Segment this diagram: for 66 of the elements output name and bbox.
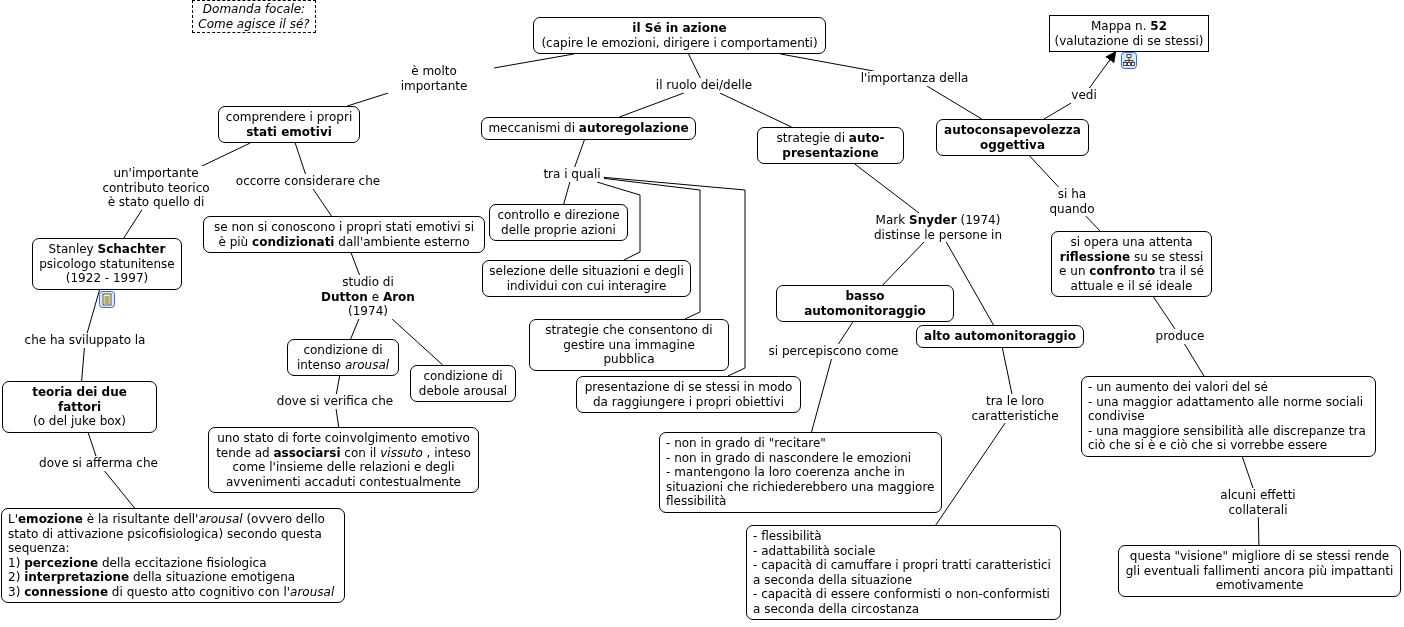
connector-line bbox=[719, 92, 792, 128]
connector-line bbox=[926, 85, 983, 120]
connector-line bbox=[882, 241, 925, 286]
concept-box: strategie di auto-presentazione bbox=[757, 127, 904, 164]
connector-line bbox=[335, 408, 340, 428]
connector-line bbox=[350, 252, 361, 276]
connector-line bbox=[811, 358, 832, 433]
concept-box: uno stato di forte coinvolgimento emotivo tende ad associarsi con il vissuto , inteso come l'insieme delle relazioni e degli avvenimenti accaduti contestualmente bbox=[208, 427, 479, 493]
linking-phrase: si percepiscono come bbox=[766, 344, 901, 359]
connector-line bbox=[123, 209, 143, 239]
connector-line bbox=[945, 241, 994, 326]
connector-line bbox=[86, 289, 100, 334]
concept-box: Stanley Schachter psicologo statunitense (1922 - 1997) bbox=[32, 238, 182, 290]
linking-phrase: vedi bbox=[1069, 88, 1099, 103]
connector-line bbox=[837, 321, 854, 345]
connector-line bbox=[1043, 102, 1072, 120]
concept-box: L'emozione è la risultante dell'arousal (ovvero dello stato di attivazione psicofisiologica) secondo questa sequenza: 1) percezione della eccitazione fisiologica 2) interpretazione della situazione emotigena 3) connessione di questo atto cognitivo con l'arousal bbox=[1, 508, 345, 603]
connector-line bbox=[780, 53, 874, 72]
concept-box: basso automonitoraggio bbox=[776, 285, 954, 322]
connector-line bbox=[603, 176, 746, 377]
concept-box: alto automonitoraggio bbox=[916, 325, 1084, 348]
connector-line bbox=[854, 163, 920, 214]
concept-box: questa "visione" migliore di se stessi rende gli eventuali fallimenti ancora più impattanti emotivamente bbox=[1118, 545, 1401, 597]
connector-line bbox=[1257, 516, 1260, 546]
connector-line bbox=[1241, 456, 1254, 489]
connector-line bbox=[1184, 343, 1205, 377]
connector-line bbox=[312, 188, 332, 217]
concept-box: selezione delle situazioni e degli individui con cui interagire bbox=[482, 260, 691, 297]
connector-line bbox=[87, 432, 97, 457]
concept-box: comprendere i propri stati emotivi bbox=[218, 106, 360, 143]
connector-line bbox=[350, 318, 360, 340]
concept-box: presentazione di se stessi in modo da raggiungere i propri obiettivi bbox=[576, 376, 801, 413]
connector-line bbox=[1088, 51, 1117, 89]
connector-line bbox=[574, 139, 585, 168]
connector-line bbox=[294, 142, 306, 175]
concept-box: strategie che consentono di gestire una immagine pubblica bbox=[529, 319, 729, 371]
concept-box: se non si conoscono i propri stati emotivi si è più condizionati dall'ambiente esterno bbox=[203, 216, 485, 253]
concept-box: autoconsapevolezza oggettiva bbox=[936, 119, 1089, 156]
connector-line bbox=[104, 470, 136, 509]
concept-box: - flessibilità - adattabilità sociale - capacità di camuffare i propri tratti caratteristici a seconda della situazione - capacità di essere conformisti o non-conformisti a seconda della circostanza bbox=[746, 525, 1061, 620]
concept-box: si opera una attenta riflessione su se stessi e un confronto tra il sé attuale e il sé ideale bbox=[1051, 231, 1212, 297]
concept-box: condizione di debole arousal bbox=[410, 365, 516, 402]
concept-box: - un aumento dei valori del sé - una maggior adattamento alle norme sociali condivise - una maggiore sensibilità alle discrepanze tra ciò che si è e ciò che si vorrebbe essere bbox=[1081, 376, 1376, 457]
connector-line bbox=[1029, 155, 1059, 188]
connector-line bbox=[391, 318, 444, 366]
focus-question-box: Domanda focale: Come agisce il sé? bbox=[192, 0, 316, 33]
connector-line bbox=[346, 92, 389, 107]
concept-box: controllo e direzione delle proprie azioni bbox=[489, 204, 628, 241]
concept-box: meccanismi di autoregolazione bbox=[481, 117, 696, 140]
connector-line bbox=[1153, 296, 1176, 330]
connector-line bbox=[596, 181, 641, 261]
concept-box: teoria dei due fattori (o del juke box) bbox=[2, 381, 157, 433]
connector-line bbox=[1085, 215, 1101, 232]
connector-line bbox=[81, 347, 85, 382]
concept-box: - non in grado di "recitare" - non in grado di nascondere le emozioni - mantengono la loro coerenza anche in situazioni che richiederebbero una maggiore flessibilità bbox=[659, 432, 942, 513]
connector-line bbox=[201, 142, 251, 167]
map-reference-box: Mappa n. 52 (valutazione di se stessi) bbox=[1049, 15, 1209, 52]
concept-box: condizione di intenso arousal bbox=[287, 339, 399, 376]
connector-line bbox=[603, 177, 701, 320]
connector-line bbox=[618, 92, 685, 118]
connector-line bbox=[335, 375, 341, 395]
concept-box: il Sé in azione (capire le emozioni, dirigere i comportamenti) bbox=[533, 17, 826, 54]
connector-line bbox=[563, 181, 571, 205]
connector-line bbox=[935, 422, 1006, 526]
connector-line bbox=[1001, 347, 1013, 395]
connector-line bbox=[688, 53, 701, 79]
